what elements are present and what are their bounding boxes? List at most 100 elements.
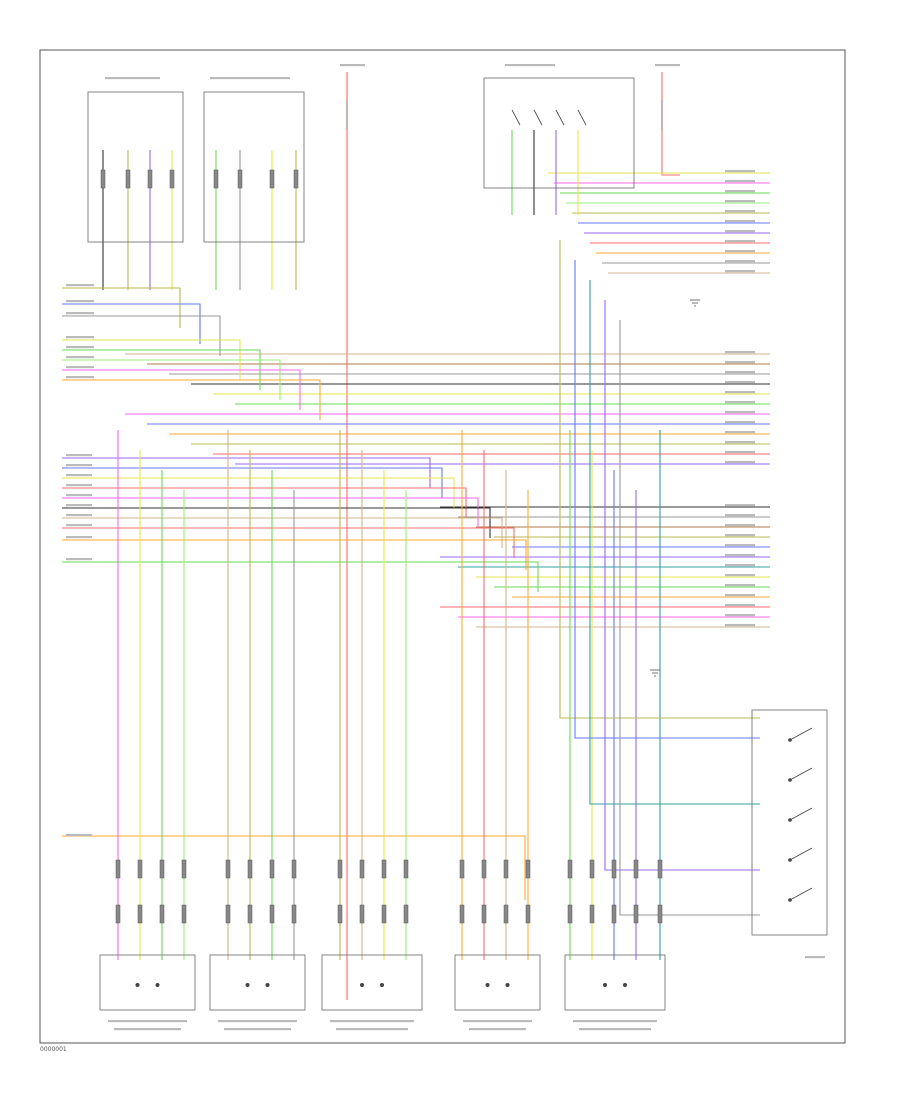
left-label-b-6 [66,514,92,517]
wire-left-a-6 [62,369,301,410]
right-pin-label-c-12 [725,624,755,627]
left-label-b-9 [66,558,92,561]
component-switch-box-2 [203,91,305,243]
right-pin-label-c-9 [725,594,755,597]
right-pin-label-c-5 [725,554,755,557]
connector-bottom-b-10 [381,904,387,924]
right-pin-label-a-1 [725,180,755,183]
connector-bottom-a-19 [633,859,639,879]
component-bottom-subtitle-1 [224,1028,291,1031]
right-pin-label-b-1 [725,361,755,364]
right-pin-label-c-11 [725,614,755,617]
connector-bottom-b-0 [115,904,121,924]
connector-bottom-a-3 [181,859,187,879]
right-pin-label-c-1 [725,514,755,517]
wire-left-b-4 [62,497,479,528]
connector-bottom-a-16 [567,859,573,879]
switch-contact-arm [789,807,813,821]
right-pin-label-c-3 [725,534,755,537]
left-label-b-0 [66,454,92,457]
component-memory-switch [751,709,828,936]
connector-bottom-a-4 [225,859,231,879]
module-switch-arm [533,109,543,126]
connector-bottom-a-12 [459,859,465,879]
wire-left-b-8 [62,539,527,570]
right-pin-label-b-4 [725,391,755,394]
wire-left-b-7 [62,527,515,558]
connector-bottom-a-6 [269,859,275,879]
left-label-a-4 [66,346,94,349]
right-pin-label-a-3 [725,200,755,203]
wire-bottom-orange [62,835,526,900]
right-pin-label-b-10 [725,451,755,454]
fuse-label-2 [655,64,680,67]
component-bottom-switch-2 [321,954,423,1011]
connector-bottom-a-13 [481,859,487,879]
component-bottom-switch-3 [454,954,541,1011]
component-seat-memory-module [483,77,635,189]
switch-contact [155,983,160,987]
connector-top-7 [293,169,299,189]
connector-bottom-a-8 [337,859,343,879]
component-bottom-title-4 [573,1020,657,1023]
wire-memory-0 [559,240,760,719]
right-pin-label-a-4 [725,210,755,213]
component-bottom-subtitle-4 [579,1028,651,1031]
right-pin-label-a-5 [725,220,755,223]
diagram-footer-label: 0000001 [40,1046,67,1053]
connector-top-6 [269,169,275,189]
left-label-a-5 [66,356,94,359]
connector-bottom-b-1 [137,904,143,924]
ground-symbol-0 [690,299,700,307]
wire-left-a-1 [62,303,201,344]
component-bottom-switch-0 [99,954,196,1011]
switch-contact [245,983,250,987]
wire-left-a-7 [62,379,321,420]
component-bottom-subtitle-2 [336,1028,408,1031]
wire-left-b-2 [62,477,455,508]
right-pin-label-b-2 [725,371,755,374]
left-label-b-8 [66,536,92,539]
switch-contact [603,983,607,987]
right-pin-label-b-5 [725,401,755,404]
component-bottom-subtitle-0 [114,1028,181,1031]
component-bottom-title-3 [463,1020,532,1023]
fuse-label-1 [340,64,365,67]
left-label-a-2 [66,312,94,315]
component-switch-box-1 [87,91,184,243]
label-layer [66,64,825,1031]
connector-bottom-b-9 [359,904,365,924]
wire-left-a-4 [62,349,261,390]
connector-bottom-a-10 [381,859,387,879]
wire-left-b-1 [62,467,443,498]
right-pin-label-b-0 [725,351,755,354]
wire-left-a-2 [62,315,221,356]
right-pin-label-b-6 [725,411,755,414]
switch-contact [623,983,627,987]
connector-top-4 [213,169,219,189]
right-pin-label-b-3 [725,381,755,384]
connector-bottom-b-20 [657,904,663,924]
right-pin-label-c-8 [725,584,755,587]
connector-bottom-a-0 [115,859,121,879]
switch-contact [265,983,270,987]
component-memory-title [805,956,825,959]
module-switch-arm [511,109,521,126]
module-switch-arm [555,109,565,126]
left-label-b-3 [66,484,92,487]
wire-left-b-5 [62,507,491,538]
right-pin-label-c-4 [725,544,755,547]
connector-bottom-a-5 [247,859,253,879]
ground-symbol-1 [650,669,660,677]
right-pin-label-a-9 [725,260,755,263]
connector-bottom-a-18 [611,859,617,879]
connector-bottom-b-19 [633,904,639,924]
right-pin-label-b-11 [725,461,755,464]
wire-memory-2 [589,280,760,805]
wire-memory-3 [604,300,760,871]
right-pin-label-a-6 [725,230,755,233]
left-label-b-1 [66,464,92,467]
connector-bottom-b-2 [159,904,165,924]
connector-bottom-b-5 [247,904,253,924]
